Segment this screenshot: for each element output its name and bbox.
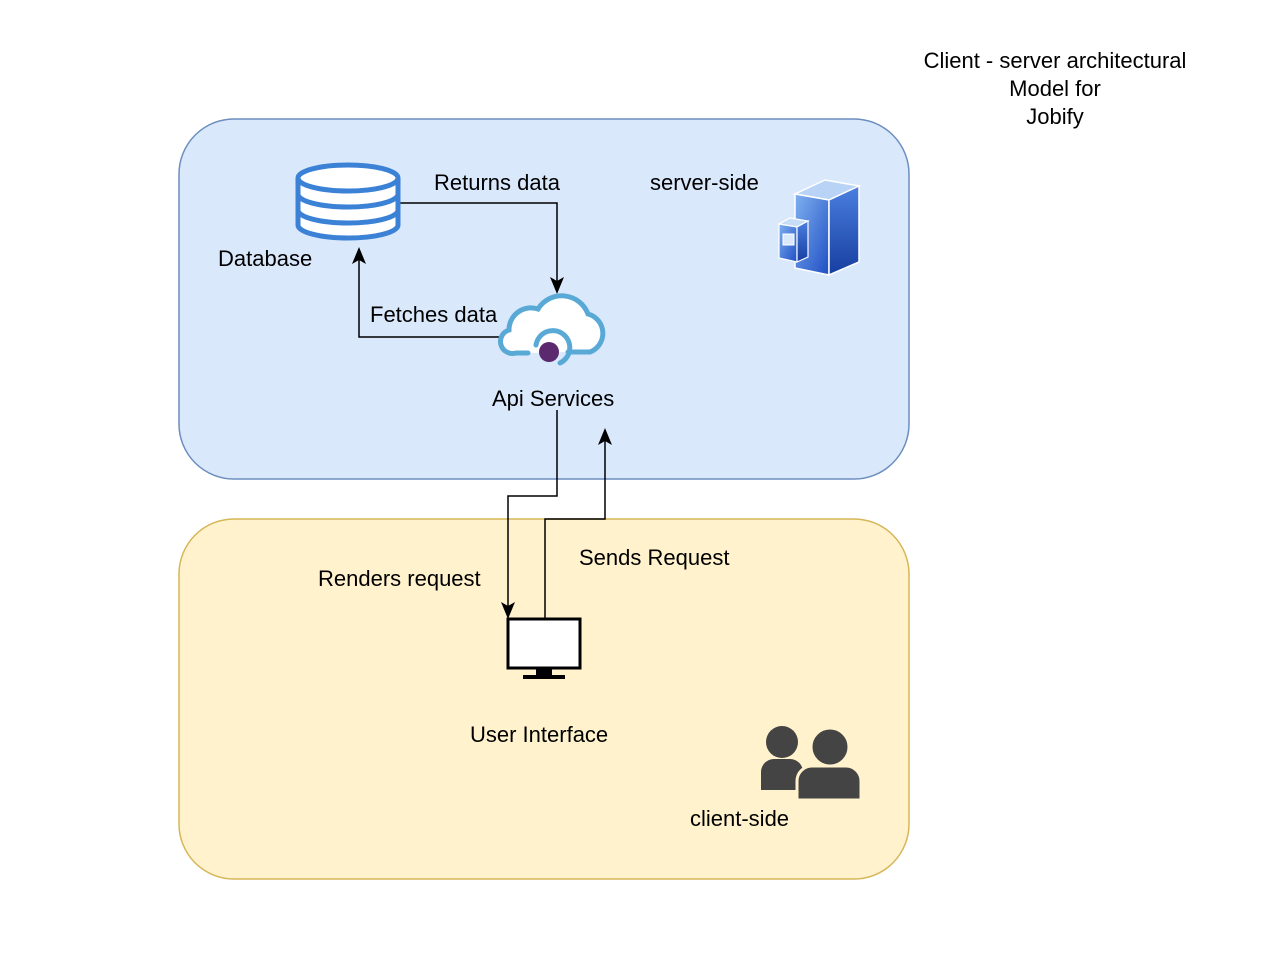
- server-side-label: server-side: [650, 170, 759, 195]
- edge-fetches-data: [358, 258, 507, 338]
- user-interface-label: User Interface: [470, 722, 609, 747]
- arrowhead-renders: [501, 602, 515, 619]
- arrowhead-returns: [550, 277, 564, 294]
- edge-renders-request: [507, 410, 558, 608]
- title-line-2: Model for: [1009, 76, 1101, 101]
- users-icon: [761, 726, 863, 802]
- fetches-data-label: Fetches data: [370, 302, 498, 327]
- database-label: Database: [218, 246, 313, 271]
- renders-request-label: Renders request: [318, 566, 481, 591]
- database-icon: [295, 162, 401, 241]
- server-icon: [777, 179, 862, 277]
- cloud-api-icon: [498, 293, 606, 366]
- title-line-3: Jobify: [1026, 104, 1084, 129]
- edge-sends-request: [544, 439, 606, 618]
- client-side-zone: [178, 518, 910, 880]
- diagram-title: Client - server architectural Model for …: [905, 47, 1205, 131]
- title-line-1: Client - server architectural: [923, 48, 1187, 73]
- sends-request-label: Sends Request: [579, 545, 730, 570]
- client-side-label: client-side: [690, 806, 790, 831]
- returns-data-label: Returns data: [434, 170, 560, 195]
- edge-returns-data: [400, 202, 558, 283]
- api-services-label: Api Services: [492, 386, 615, 411]
- arrowhead-sends: [598, 428, 612, 445]
- arrowhead-fetches: [352, 247, 366, 264]
- monitor-icon: [506, 617, 582, 679]
